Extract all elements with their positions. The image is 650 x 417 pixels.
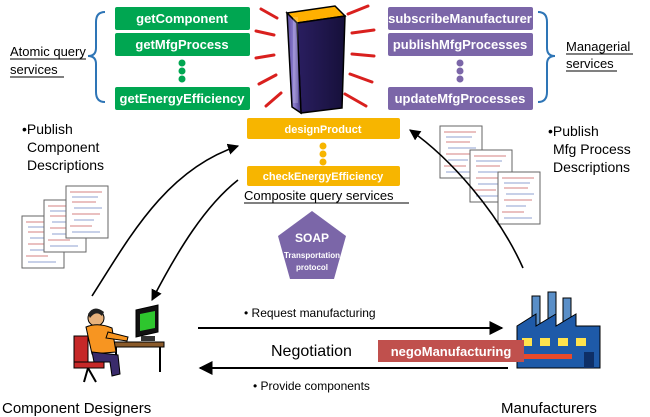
atomic-label: getComponent (136, 11, 228, 26)
ellipsis-dot (319, 158, 327, 166)
note-line: Component (27, 139, 100, 155)
managerial-label: updateMfgProcesses (395, 91, 526, 106)
request-label: • Request manufacturing (244, 306, 376, 320)
soap-protocol-badge: SOAP Transportation protocol (278, 211, 346, 279)
nego-button-label: negoManufacturing (391, 344, 512, 359)
composite-service-designproduct[interactable]: designProduct (247, 118, 400, 139)
publish-mfg-arrow (409, 129, 524, 269)
negotiation-label: Negotiation (271, 343, 352, 360)
ellipsis-dot (456, 59, 464, 67)
managerial-service-updatemfgprocesses[interactable]: updateMfgProcesses (388, 87, 533, 110)
composite-label: designProduct (284, 124, 361, 136)
note-line: Mfg Process (553, 141, 631, 157)
composite-label: checkEnergyEfficiency (263, 171, 384, 183)
soap-pentagon (278, 211, 346, 279)
document-stack-icon (21, 185, 109, 269)
note-line: •Publish (548, 123, 599, 139)
atomic-label-line2: services (10, 62, 58, 77)
managerial-brace (537, 11, 556, 103)
ellipsis-dot (319, 150, 327, 158)
atomic-service-getcomponent[interactable]: getComponent (115, 7, 250, 30)
managerial-label-line1: Managerial (566, 39, 630, 54)
nego-box (378, 340, 524, 362)
document-stack-icon (439, 125, 541, 225)
managerial-label-line2: services (566, 56, 614, 71)
server-tower-icon (254, 4, 376, 115)
manufacturers-label: Manufacturers (501, 400, 597, 417)
atomic-service-getmfgprocess[interactable]: getMfgProcess (115, 33, 250, 56)
ellipsis-dot (178, 75, 186, 83)
factory-icon (516, 291, 601, 369)
atomic-brace (87, 11, 106, 103)
managerial-box (388, 33, 533, 56)
ellipsis-dot (456, 75, 464, 83)
composite-label-title: Composite query services (244, 188, 394, 203)
composite-service-checkenergyefficiency[interactable]: checkEnergyEfficiency (247, 166, 400, 186)
atomic-box (115, 7, 250, 30)
publish-component-arrow (91, 143, 240, 297)
composite-box (247, 118, 400, 139)
publish-component-note: •Publish Component Descriptions (22, 120, 104, 174)
atomic-label: getMfgProcess (135, 37, 228, 52)
managerial-box (388, 7, 533, 30)
designer-at-computer-icon (73, 304, 165, 383)
ellipsis-dot (319, 142, 327, 150)
ellipsis-dot (178, 59, 186, 67)
ellipsis-dot (178, 67, 186, 75)
managerial-box (388, 87, 533, 110)
ellipsis-dot (456, 67, 464, 75)
atomic-label-line1: Atomic query (10, 44, 86, 59)
provide-label: • Provide components (253, 379, 370, 393)
managerial-label: publishMfgProcesses (393, 37, 527, 52)
soap-sub2: protocol (296, 263, 328, 272)
atomic-label: getEnergyEfficiency (120, 91, 246, 106)
note-line: •Publish (22, 121, 73, 137)
note-line: Descriptions (27, 157, 105, 173)
atomic-box (115, 87, 250, 110)
managerial-label: subscribeManufacturer (388, 11, 532, 26)
soap-title: SOAP (295, 231, 329, 245)
atomic-box (115, 33, 250, 56)
component-designers-label: Component Designers (2, 400, 151, 417)
managerial-service-publishmfgprocesses[interactable]: publishMfgProcesses (388, 33, 533, 56)
soap-sub1: Transportation (284, 251, 340, 260)
nego-manufacturing-service[interactable]: negoManufacturing (378, 340, 524, 362)
composite-box (247, 166, 400, 186)
atomic-service-getenergyefficiency[interactable]: getEnergyEfficiency (115, 87, 250, 110)
query-result-arrow (151, 179, 239, 301)
managerial-service-subscribemanufacturer[interactable]: subscribeManufacturer (388, 7, 533, 30)
note-line: Descriptions (553, 159, 631, 175)
publish-mfg-note: •Publish Mfg Process Descriptions (548, 122, 631, 176)
